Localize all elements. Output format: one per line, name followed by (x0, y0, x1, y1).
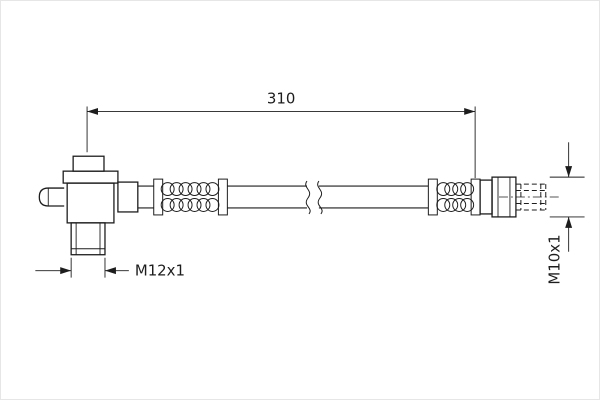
protective-spring-left (153, 178, 228, 216)
spring-coil (178, 198, 193, 212)
arrowhead-right (60, 267, 72, 275)
arrowhead-left (104, 267, 116, 275)
spring-coil (178, 182, 193, 197)
left-pipe-tip (38, 187, 65, 207)
right-threaded-end-hidden (515, 183, 547, 211)
spring-coil (444, 182, 459, 197)
spring-coil (436, 198, 451, 212)
length-label: 310 (267, 89, 295, 107)
spring-coil (169, 198, 184, 212)
spring-coil (196, 198, 211, 212)
spring-coil (444, 198, 459, 212)
spring-coil (187, 182, 202, 197)
spring-coil (452, 198, 467, 212)
spring-end-cap (470, 178, 481, 216)
arrowhead-up (565, 216, 573, 228)
break-line (305, 180, 311, 215)
left-fitting (38, 155, 139, 256)
left-fitting-flange (62, 170, 119, 184)
spring-coil (187, 198, 202, 212)
spring-coil (205, 198, 220, 212)
left-hose-ferrule (117, 181, 139, 213)
dimension-overall-length (86, 106, 476, 179)
spring-end-cap (217, 178, 228, 216)
break-line (317, 180, 323, 215)
spring-coil (169, 182, 184, 197)
spring-coil (160, 182, 175, 197)
dimension-arrowheads (60, 107, 573, 275)
left-fitting-body (66, 182, 115, 224)
spring-coil (205, 182, 220, 197)
arrowhead-right (464, 107, 476, 115)
arrowhead-left (87, 107, 99, 115)
right-fitting (479, 176, 559, 218)
left-fitting-top-cap (72, 155, 105, 172)
hose-body (137, 185, 429, 209)
spring-coil (160, 198, 175, 212)
spring-end-cap (427, 178, 438, 216)
spring-coil (196, 182, 211, 197)
hose-break-symbol (305, 180, 323, 215)
spring-coil (460, 182, 475, 197)
left-threaded-stud (70, 222, 106, 256)
spring-coil (452, 182, 467, 197)
dimension-labels: 310 M12x1 M10x1 (135, 89, 564, 284)
right-fitting-collar (479, 179, 493, 215)
right-thread-label: M10x1 (546, 234, 564, 284)
spring-end-cap (153, 178, 164, 216)
spring-coil (436, 182, 451, 197)
protective-spring-right (427, 178, 481, 216)
arrowhead-down (565, 166, 573, 178)
spring-coil (460, 198, 475, 212)
left-thread-label: M12x1 (135, 262, 185, 280)
